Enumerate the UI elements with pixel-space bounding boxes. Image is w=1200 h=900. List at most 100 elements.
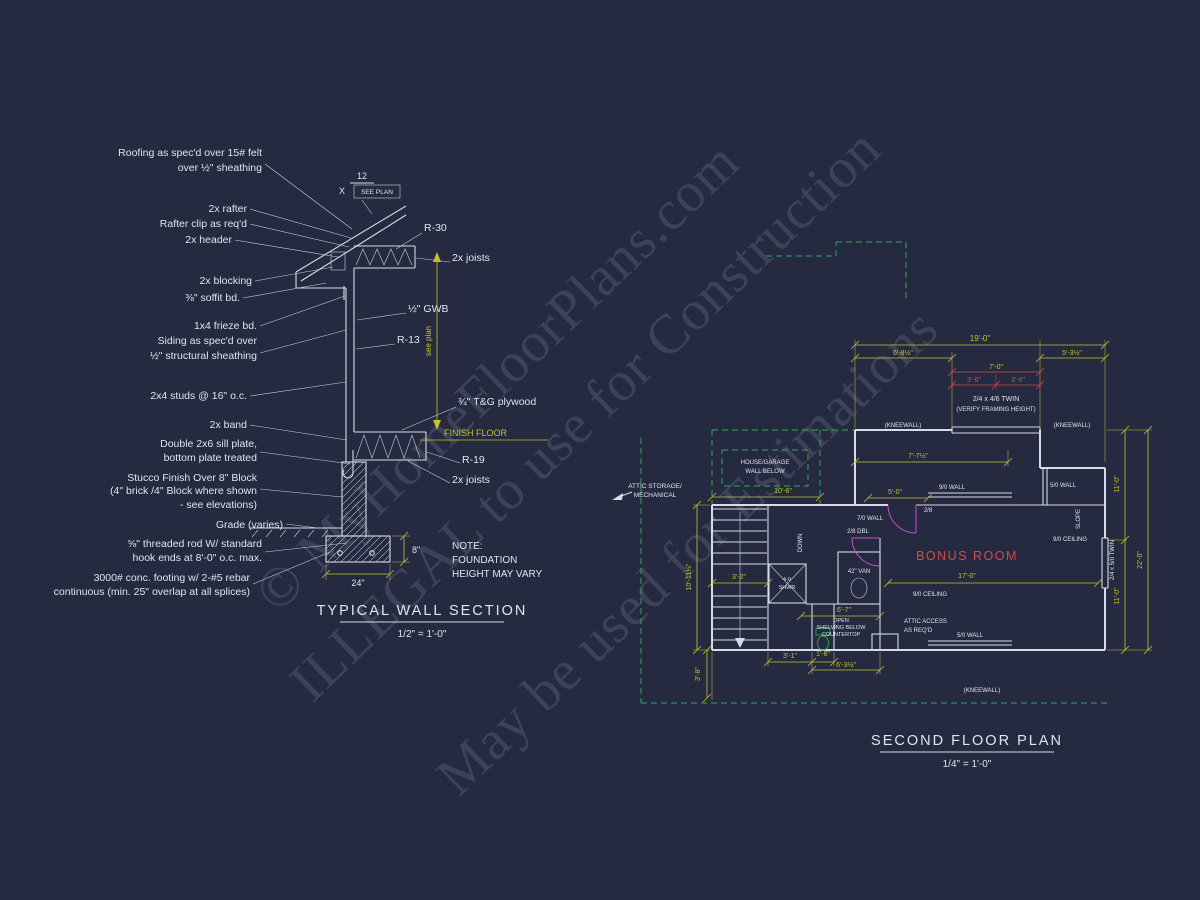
attic-storage-arrowhead bbox=[612, 493, 623, 500]
label-r19: R-19 bbox=[462, 454, 485, 466]
label-down: DOWN bbox=[798, 534, 804, 553]
footing bbox=[325, 535, 391, 563]
label-wall-7-0: 7/0 WALL bbox=[857, 516, 884, 522]
plan-stairs bbox=[713, 508, 767, 648]
label-open-shelving-1: OPEN bbox=[833, 618, 849, 624]
plan-fixtures bbox=[768, 551, 899, 651]
note-line2: FOUNDATION bbox=[452, 555, 517, 566]
label-twin-top: 2/4 x 4/6 TWIN bbox=[973, 396, 1020, 403]
label-finish-floor: FINISH FLOOR bbox=[444, 428, 508, 438]
label-footing-1: 3000# conc. footing w/ 2-#5 rebar bbox=[94, 572, 251, 584]
door-bonus bbox=[887, 504, 917, 534]
label-attic-access-1: ATTIC ACCESS bbox=[904, 619, 947, 625]
stair-arrowhead bbox=[735, 638, 745, 648]
plan-doors bbox=[851, 504, 917, 567]
label-open-shelving-3: COUNTERTOP bbox=[822, 632, 861, 638]
dim-arrow-up bbox=[433, 252, 441, 262]
label-kneewall-c: (KNEEWALL) bbox=[964, 688, 1000, 694]
label-door-2-8: 2/8 bbox=[924, 508, 933, 514]
label-blocking: 2x blocking bbox=[199, 275, 252, 287]
label-footing-2: continuous (min. 25" overlap at all spli… bbox=[54, 586, 250, 598]
dim-10-6: 10'-6" bbox=[774, 488, 792, 495]
dim-1-6: 1'-6" bbox=[816, 651, 830, 658]
label-sill-1: Double 2x6 sill plate, bbox=[160, 438, 257, 450]
plan-scale: 1/4" = 1'-0" bbox=[943, 759, 992, 770]
label-verify-framing: (VERIFY FRAMING HEIGHT) bbox=[956, 407, 1035, 413]
plan-windows bbox=[951, 426, 1109, 589]
pitch-run: X bbox=[339, 186, 345, 196]
label-shower-1: 4-0 bbox=[783, 577, 791, 583]
label-stucco-1: Stucco Finish Over 8" Block bbox=[127, 472, 258, 484]
section-scale: 1/2" = 1'-0" bbox=[398, 629, 447, 640]
label-ceiling-b: 9/0 CEILING bbox=[913, 592, 947, 598]
plan-roof-dashed bbox=[640, 241, 1110, 704]
label-roofing-1: Roofing as spec'd over 15# felt bbox=[118, 147, 262, 159]
label-open-shelving-2: SHELVING BELOW bbox=[817, 625, 867, 631]
label-rod-2: hook ends at 8'-0" o.c. max. bbox=[133, 552, 262, 564]
wall-section-dims: see plan 24" 8" bbox=[321, 252, 441, 588]
label-studs: 2x4 studs @ 16" o.c. bbox=[150, 390, 247, 402]
label-r30: R-30 bbox=[424, 222, 447, 234]
wall-section-leaders bbox=[234, 163, 353, 585]
dim-footing-height: 8" bbox=[412, 545, 420, 555]
door-bath bbox=[851, 537, 881, 567]
label-stucco-3: - see elevations) bbox=[180, 499, 257, 511]
wall-section-note: NOTE: FOUNDATION HEIGHT MAY VARY bbox=[452, 541, 543, 580]
label-wall-5-0-top: 5/0 WALL bbox=[1050, 483, 1077, 489]
label-roofing-2: over ½" sheathing bbox=[178, 162, 262, 174]
label-ceiling-a: 9/0 CEILING bbox=[1053, 537, 1087, 543]
dim-5-0: 5'-0" bbox=[888, 489, 902, 496]
label-kneewall-b: (KNEEWALL) bbox=[1054, 423, 1090, 429]
plan-title: SECOND FLOOR PLAN bbox=[871, 733, 1063, 749]
label-attic-storage-1: ATTIC STORAGE/ bbox=[628, 483, 682, 490]
floor-plan-title: SECOND FLOOR PLAN 1/4" = 1'-0" bbox=[871, 733, 1063, 770]
label-stucco-2: (4" brick /4" Block where shown bbox=[110, 485, 257, 497]
label-wall-9-0: 9/0 WALL bbox=[939, 485, 966, 491]
label-frieze: 1x4 frieze bd. bbox=[194, 320, 257, 332]
label-sill-2: bottom plate treated bbox=[164, 452, 258, 464]
dim-5-3: 5'-3½" bbox=[1062, 349, 1082, 357]
dim-3-1: 3'-1" bbox=[783, 653, 797, 660]
dim-19-0: 19'-0" bbox=[970, 334, 991, 343]
window-twin-top bbox=[951, 426, 1041, 434]
anchor-rod bbox=[342, 450, 354, 479]
label-rafter-clip: Rafter clip as req'd bbox=[160, 218, 247, 230]
dim-11-0-a: 11'-0" bbox=[1114, 475, 1121, 493]
label-attic-storage-2: MECHANICAL bbox=[634, 492, 677, 499]
label-gwb: ½" GWB bbox=[408, 303, 448, 315]
dim-6-3: 6'-3½" bbox=[836, 661, 856, 669]
wall-section-left-labels: Roofing as spec'd over 15# felt over ½" … bbox=[54, 147, 283, 598]
shower bbox=[768, 563, 807, 604]
pitch-rise: 12 bbox=[357, 171, 367, 181]
label-wall-5-0-bottom: 5/0 WALL bbox=[957, 633, 984, 639]
toilet bbox=[815, 627, 831, 651]
dim-22-0: 22'-0" bbox=[1137, 551, 1144, 569]
rebar-dot bbox=[369, 550, 375, 556]
section-title: TYPICAL WALL SECTION bbox=[317, 603, 528, 619]
dim-6-7: 6'-7" bbox=[837, 607, 851, 614]
label-house-garage-2: WALL BELOW bbox=[745, 469, 785, 475]
note-line1: NOTE: bbox=[452, 541, 483, 552]
pitch-note: SEE PLAN bbox=[361, 189, 393, 196]
roof-pitch-symbol: 12 X SEE PLAN bbox=[339, 171, 401, 215]
garage-wall-below-box bbox=[721, 449, 809, 487]
dim-arrow-down bbox=[433, 420, 441, 430]
label-slope: SLOPE bbox=[1076, 509, 1082, 529]
rebar-dot bbox=[337, 550, 343, 556]
attic-access-hatch bbox=[871, 633, 899, 651]
sink bbox=[850, 577, 868, 599]
label-door-2-8-dbl: 2/8 DBL bbox=[847, 529, 869, 535]
label-attic-access-2: AS REQ'D bbox=[904, 628, 933, 634]
dim-7-7: 7'-7½" bbox=[908, 452, 928, 460]
dim-3-2: 3'-2" bbox=[732, 574, 746, 581]
label-siding-2: ½" structural sheathing bbox=[150, 350, 257, 362]
grade-line bbox=[250, 527, 342, 538]
label-plywood: ¾" T&G plywood bbox=[458, 396, 536, 408]
note-line3: HEIGHT MAY VARY bbox=[452, 569, 543, 580]
r19-insulation bbox=[355, 434, 421, 459]
label-siding-1: Siding as spec'd over bbox=[158, 335, 258, 347]
label-band: 2x band bbox=[210, 419, 248, 431]
wall-section-drawing: 12 X SEE PLAN bbox=[250, 171, 427, 563]
label-rod-1: ⅝" threaded rod W/ standard bbox=[128, 538, 263, 550]
